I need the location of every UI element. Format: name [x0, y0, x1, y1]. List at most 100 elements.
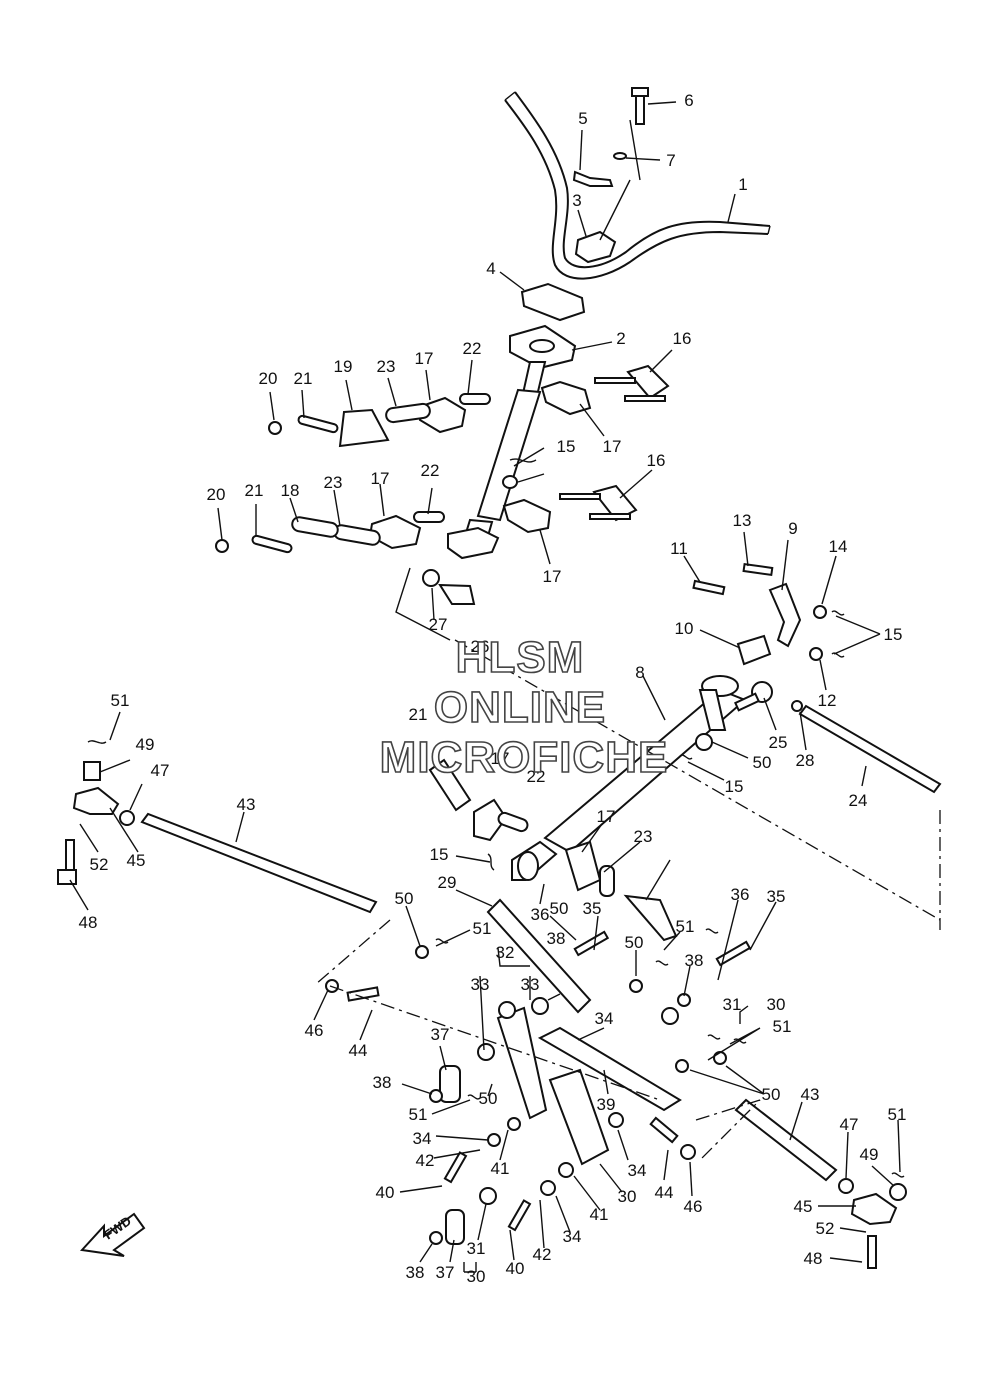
callout-35: 35 [767, 887, 786, 906]
callout-9: 9 [788, 519, 797, 538]
callout-numbers: 1234567891011121314151515151616171717171… [79, 91, 907, 1286]
callout-17: 17 [597, 807, 616, 826]
watermark-line-3: MICROFICHE [380, 733, 669, 782]
callout-30: 30 [467, 1267, 486, 1286]
callout-48: 48 [79, 913, 98, 932]
callout-37: 37 [431, 1025, 450, 1044]
callout-20: 20 [207, 485, 226, 504]
callout-50: 50 [550, 899, 569, 918]
callout-51: 51 [888, 1105, 907, 1124]
callout-21: 21 [294, 369, 313, 388]
callout-4: 4 [486, 259, 495, 278]
callout-51: 51 [676, 917, 695, 936]
callout-38: 38 [547, 929, 566, 948]
callout-10: 10 [675, 619, 694, 638]
callout-20: 20 [259, 369, 278, 388]
right-lower-tie-rod [649, 1098, 907, 1269]
upper-linkage [268, 364, 670, 448]
callout-15: 15 [884, 625, 903, 644]
callout-15: 15 [725, 777, 744, 796]
callout-11: 11 [670, 539, 688, 558]
callout-3: 3 [572, 191, 581, 210]
callout-36: 36 [731, 885, 750, 904]
callout-22: 22 [421, 461, 440, 480]
callout-41: 41 [491, 1159, 510, 1178]
callout-50: 50 [625, 933, 644, 952]
callout-7: 7 [666, 151, 675, 170]
handlebar-clamps [520, 87, 649, 322]
callout-15: 15 [557, 437, 576, 456]
leader-lines [69, 101, 901, 1273]
forward-direction-arrow: FWD [79, 1212, 146, 1257]
callout-22: 22 [527, 767, 546, 786]
callout-33: 33 [471, 975, 490, 994]
callout-16: 16 [673, 329, 692, 348]
callout-31: 31 [467, 1239, 486, 1258]
callout-51: 51 [409, 1105, 428, 1124]
callout-30: 30 [767, 995, 786, 1014]
callout-50: 50 [762, 1085, 781, 1104]
callout-38: 38 [406, 1263, 425, 1282]
callout-21: 21 [409, 705, 428, 724]
bracket-assembly [692, 562, 827, 666]
callout-26: 26 [471, 637, 490, 656]
callout-49: 49 [860, 1145, 879, 1164]
callout-13: 13 [733, 511, 752, 530]
callout-12: 12 [818, 691, 837, 710]
callout-36: 36 [531, 905, 550, 924]
callout-47: 47 [840, 1115, 859, 1134]
callout-29: 29 [438, 873, 457, 892]
callout-23: 23 [377, 357, 396, 376]
callout-47: 47 [151, 761, 170, 780]
callout-16: 16 [647, 451, 666, 470]
callout-42: 42 [533, 1245, 552, 1264]
right-tie-rod [695, 681, 942, 794]
callout-31: 31 [723, 995, 742, 1014]
callout-34: 34 [628, 1161, 647, 1180]
callout-35: 35 [583, 899, 602, 918]
callout-1: 1 [738, 175, 747, 194]
callout-50: 50 [395, 889, 414, 908]
callout-30: 30 [618, 1187, 637, 1206]
callout-50: 50 [753, 753, 772, 772]
callout-6: 6 [684, 91, 693, 110]
callout-38: 38 [373, 1073, 392, 1092]
callout-25: 25 [769, 733, 788, 752]
callout-34: 34 [413, 1129, 432, 1148]
cotter-pins [87, 458, 905, 1178]
callout-22: 22 [463, 339, 482, 358]
callout-2: 2 [616, 329, 625, 348]
callout-40: 40 [376, 1183, 395, 1202]
callout-51: 51 [111, 691, 130, 710]
callout-24: 24 [849, 791, 868, 810]
callout-17: 17 [371, 469, 390, 488]
column-tie-rod-end [395, 567, 476, 641]
steering-column [447, 324, 577, 560]
watermark-line-2: ONLINE [434, 683, 606, 732]
callout-51: 51 [473, 919, 492, 938]
callout-17: 17 [415, 349, 434, 368]
callout-49: 49 [136, 735, 155, 754]
callout-40: 40 [506, 1259, 525, 1278]
callout-17: 17 [491, 749, 510, 768]
callout-27: 27 [429, 615, 448, 634]
callout-18: 18 [281, 481, 300, 500]
callout-32: 32 [496, 943, 515, 962]
callout-52: 52 [816, 1219, 835, 1238]
main-cross-shaft [511, 675, 747, 881]
watermark-line-1: HLSM [456, 633, 585, 682]
alignment-lines [315, 639, 941, 1161]
left-tie-rod [57, 761, 378, 914]
callout-34: 34 [595, 1009, 614, 1028]
callout-19: 19 [334, 357, 353, 376]
callout-51: 51 [773, 1017, 792, 1036]
callout-33: 33 [521, 975, 540, 994]
callout-38: 38 [685, 951, 704, 970]
callout-34: 34 [563, 1227, 582, 1246]
lower-linkage [325, 758, 752, 1245]
callout-45: 45 [794, 1197, 813, 1216]
callout-46: 46 [305, 1021, 324, 1040]
callout-41: 41 [590, 1205, 609, 1224]
callout-45: 45 [127, 851, 146, 870]
